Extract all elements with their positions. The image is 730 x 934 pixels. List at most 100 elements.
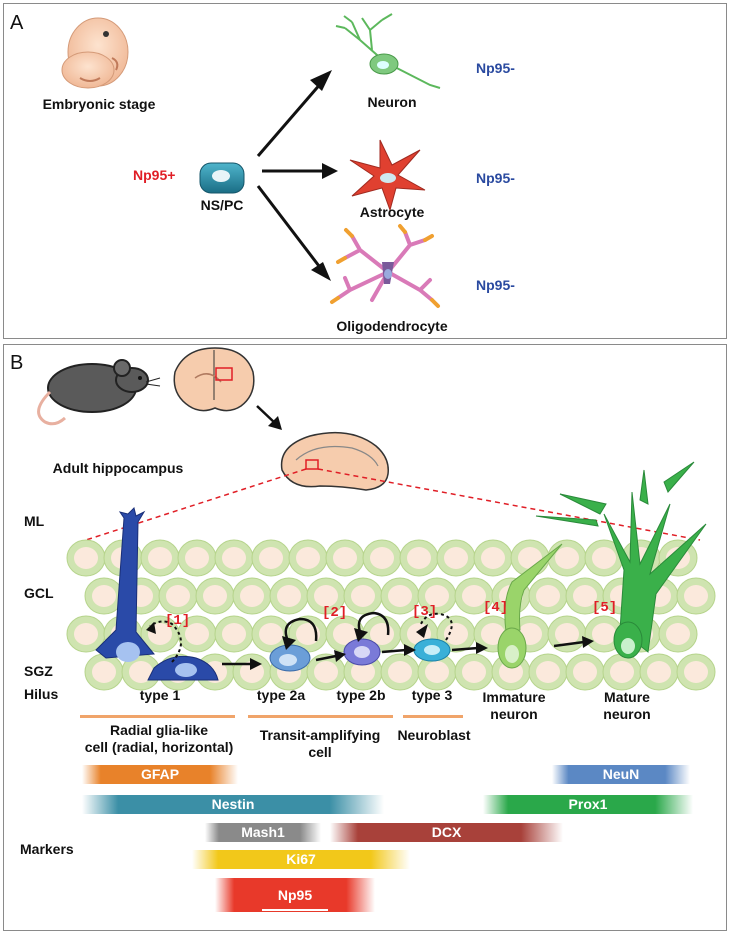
marker-bars — [82, 765, 693, 912]
target-astrocyte-label: Astrocyte — [359, 204, 425, 220]
granule-cell-nucleus — [425, 661, 449, 683]
differentiation-arrows — [256, 81, 326, 271]
granule-cell-nucleus — [573, 661, 597, 683]
step-4: [4] — [483, 600, 509, 616]
granule-cell-nucleus — [314, 661, 338, 683]
radial-glia-label-1: Radial glia-like — [109, 722, 209, 738]
granule-cell-layer — [66, 539, 716, 691]
granule-cell-nucleus — [610, 661, 634, 683]
granule-cell-nucleus — [185, 623, 209, 645]
granule-cell-nucleus — [259, 547, 283, 569]
granule-cell-nucleus — [129, 661, 153, 683]
marker-bar-mash1 — [205, 823, 321, 842]
neuron-illustration — [335, 13, 441, 89]
zoom-line-right — [317, 468, 701, 541]
granule-cell-nucleus — [462, 661, 486, 683]
type-2a-cell — [269, 644, 311, 672]
granule-cell-nucleus — [314, 585, 338, 607]
granule-cell-nucleus — [148, 547, 172, 569]
astrocyte-illustration — [349, 139, 426, 212]
layer-hilus: Hilus — [24, 686, 59, 702]
granule-cell-nucleus — [92, 585, 116, 607]
radial-glia-cell — [95, 507, 219, 681]
target-neuron-marker: Np95- — [476, 60, 515, 76]
type-2b-label: type 2b — [336, 687, 386, 703]
layer-sgz: SGZ — [24, 663, 53, 679]
type-3-label: type 3 — [411, 687, 453, 703]
step-5: [5] — [592, 600, 618, 616]
granule-cell-nucleus — [536, 585, 560, 607]
granule-cell-nucleus — [185, 547, 209, 569]
granule-cell-nucleus — [684, 585, 708, 607]
granule-cell-nucleus — [351, 661, 375, 683]
granule-cell-nucleus — [240, 585, 264, 607]
step-3: [3] — [412, 604, 438, 620]
granule-cell-nucleus — [166, 585, 190, 607]
target-neuron-label: Neuron — [367, 94, 417, 110]
target-oligodendrocyte-label: Oligodendrocyte — [336, 318, 448, 334]
transit-amplifying-label-2: cell — [308, 744, 332, 760]
granule-cell-nucleus — [203, 585, 227, 607]
target-astrocyte-marker: Np95- — [476, 170, 515, 186]
immature-neuron-label-1: Immature — [482, 689, 546, 705]
marker-label-ki67: Ki67 — [286, 851, 316, 867]
granule-cell-nucleus — [684, 661, 708, 683]
granule-cell-nucleus — [277, 585, 301, 607]
granule-cell-nucleus — [555, 547, 579, 569]
panel-a-label: A — [10, 12, 24, 34]
neuroblast-label: Neuroblast — [397, 727, 471, 743]
granule-cell-nucleus — [74, 547, 98, 569]
granule-cell-nucleus — [388, 661, 412, 683]
marker-label-gfap: GFAP — [140, 766, 180, 782]
granule-cell-nucleus — [444, 623, 468, 645]
marker-bar-prox1 — [483, 795, 693, 814]
transit-underline — [248, 715, 393, 718]
granule-cell-nucleus — [222, 623, 246, 645]
nspc-cell — [199, 162, 245, 194]
granule-cell-nucleus — [74, 623, 98, 645]
immature-neuron — [497, 543, 563, 669]
layer-ml: ML — [24, 513, 45, 529]
radial-underline — [80, 715, 235, 718]
marker-bar-np95 — [215, 878, 375, 912]
granule-cell-nucleus — [555, 623, 579, 645]
neuroblast-underline — [403, 715, 463, 718]
type-2a-label: type 2a — [256, 687, 306, 703]
type-3-cell — [413, 638, 451, 662]
mature-neuron-label-1: Mature — [604, 689, 650, 705]
marker-label-neun: NeuN — [602, 766, 640, 782]
zoom-line-left — [85, 468, 307, 541]
granule-cell-nucleus — [92, 661, 116, 683]
granule-cell-nucleus — [647, 661, 671, 683]
marker-bar-neun — [552, 765, 690, 784]
step-1: [1] — [165, 613, 191, 629]
marker-label-nestin: Nestin — [211, 796, 255, 812]
granule-cell-nucleus — [425, 585, 449, 607]
step-2: [2] — [322, 605, 348, 621]
granule-cell-nucleus — [296, 547, 320, 569]
transit-amplifying-label-1: Transit-amplifying — [259, 727, 381, 743]
granule-cell-nucleus — [444, 547, 468, 569]
granule-cell-nucleus — [407, 547, 431, 569]
brain-section-illustration — [173, 347, 255, 412]
layer-gcl: GCL — [24, 585, 54, 601]
granule-cell-nucleus — [333, 547, 357, 569]
granule-cell-nucleus — [592, 547, 616, 569]
panel-b-label: B — [10, 352, 24, 374]
marker-label-np95: Np95 — [277, 886, 313, 903]
granule-cell-nucleus — [370, 547, 394, 569]
marker-label-prox1: Prox1 — [568, 796, 608, 812]
markers-label: Markers — [20, 841, 74, 857]
mature-neuron-label-2: neuron — [603, 706, 651, 722]
marker-label-dcx: DCX — [431, 824, 462, 840]
marker-bar-ki67 — [192, 850, 410, 869]
granule-cell-nucleus — [481, 547, 505, 569]
granule-cell-nucleus — [462, 585, 486, 607]
hippocampus-illustration — [280, 431, 389, 491]
granule-cell-nucleus — [333, 623, 357, 645]
granule-cell-nucleus — [259, 623, 283, 645]
granule-cell-nucleus — [222, 547, 246, 569]
radial-glia-label-2: cell (radial, horizontal) — [84, 739, 234, 755]
